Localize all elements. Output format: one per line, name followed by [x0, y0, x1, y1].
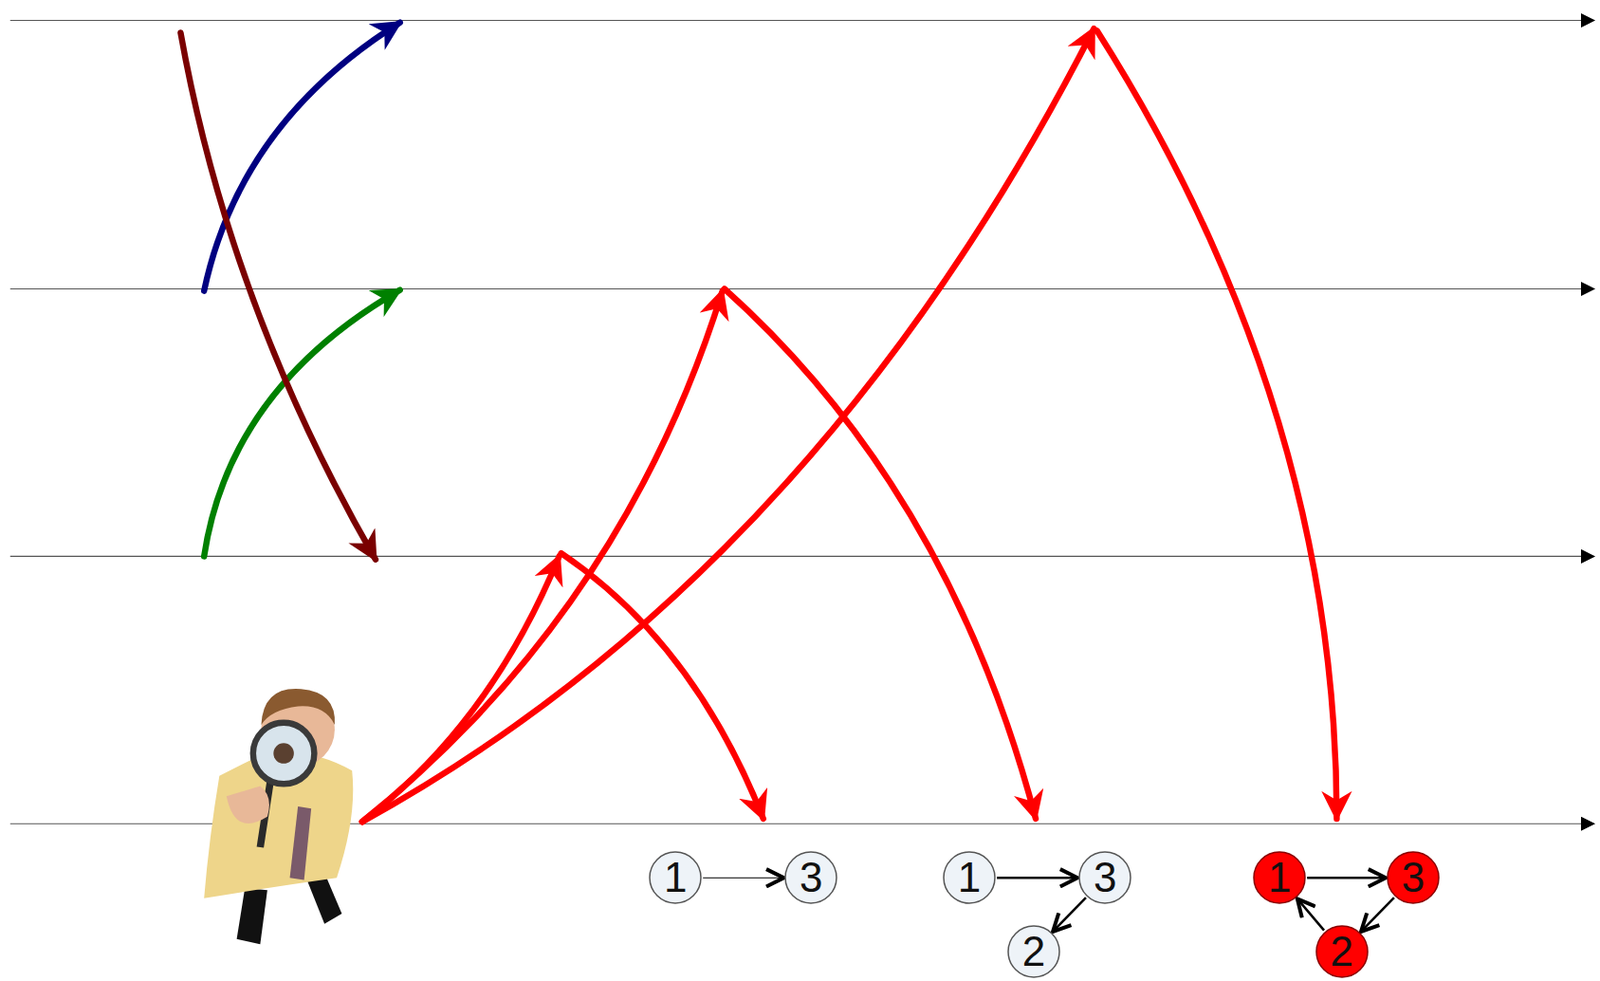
process-circle: 1 — [1252, 850, 1306, 904]
process-number: 3 — [799, 856, 823, 899]
process-number: 2 — [1022, 930, 1046, 973]
process-number: 1 — [957, 856, 981, 899]
process-circle: 2 — [1315, 924, 1369, 978]
circle-shape — [1253, 851, 1306, 903]
process-timeline — [10, 20, 1595, 825]
process-number: 3 — [1093, 856, 1117, 899]
circle-shape — [649, 851, 701, 903]
dependency-arrow — [1297, 898, 1325, 930]
circle-shape — [943, 851, 995, 903]
process-circle: 3 — [1386, 850, 1440, 904]
detective-figure — [203, 688, 353, 944]
dependency-arrow — [996, 876, 1078, 880]
circle-shape — [785, 851, 837, 903]
process-circle: 3 — [1078, 850, 1132, 904]
dependency-arrow — [1360, 897, 1395, 932]
circle-shape — [1008, 925, 1060, 977]
process-number: 1 — [1268, 856, 1291, 899]
dependency-arrow — [1052, 897, 1086, 932]
dependency-arrow — [1306, 876, 1386, 880]
process-circle: 2 — [1007, 924, 1061, 978]
circle-shape — [1387, 851, 1439, 903]
circle-shape — [1079, 851, 1131, 903]
dependency-arrow — [702, 877, 784, 879]
process-circle: 1 — [648, 850, 702, 904]
circle-shape — [1316, 925, 1368, 977]
process-circle: 1 — [942, 850, 996, 904]
process-number: 3 — [1401, 856, 1425, 899]
process-circle: 3 — [784, 850, 838, 904]
message-arrows — [180, 22, 1337, 822]
process-number: 2 — [1330, 930, 1354, 973]
process-number: 1 — [663, 856, 687, 899]
